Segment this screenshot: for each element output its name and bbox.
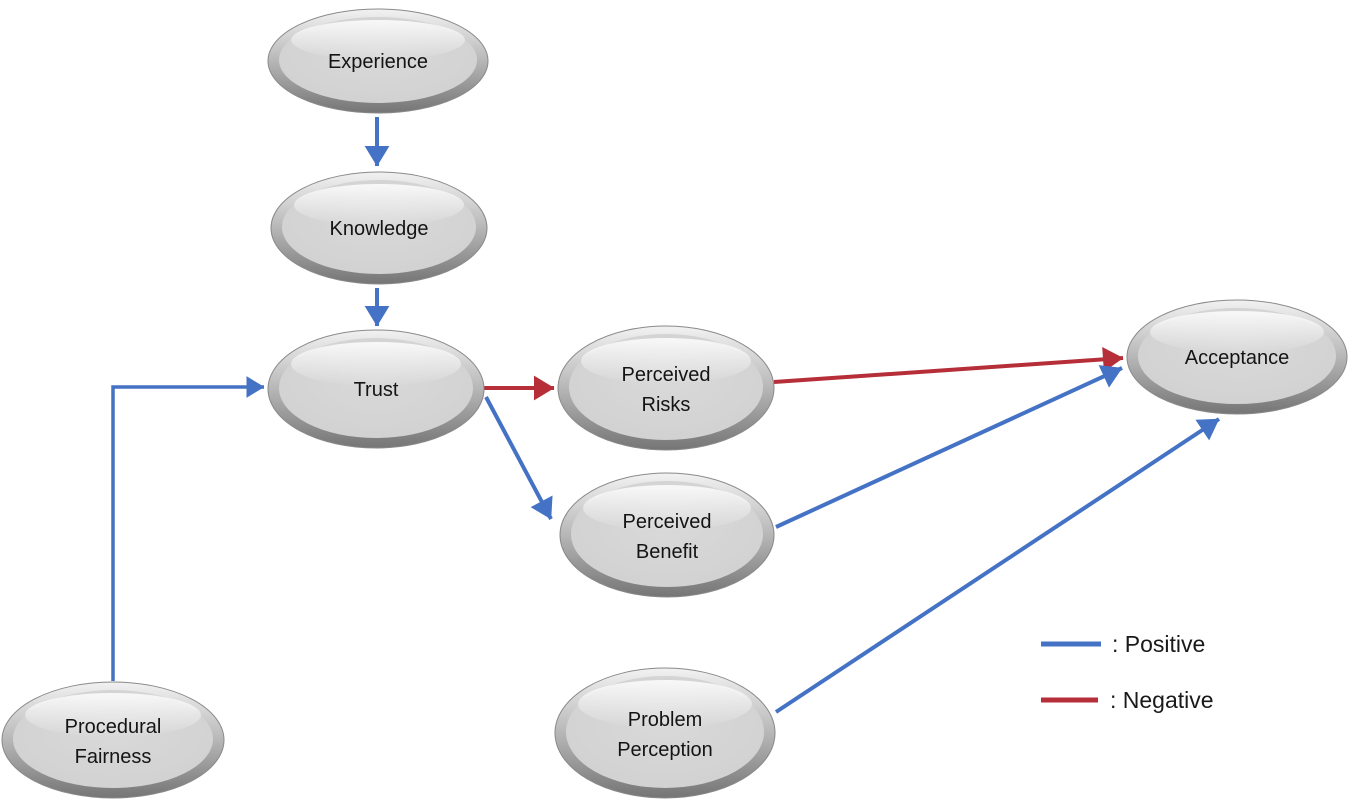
node-perceived-benefit: Perceived Benefit: [559, 472, 775, 598]
node-label-experience: Experience: [328, 51, 428, 73]
node-label-procedural-fairness-line2: Fairness: [75, 746, 152, 768]
node-trust: Trust: [267, 329, 485, 449]
node-label-problem-perception-line2: Perception: [617, 739, 713, 761]
node-label-acceptance: Acceptance: [1185, 347, 1290, 369]
node-label-perceived-benefit-line2: Benefit: [636, 541, 699, 563]
node-highlight: [291, 342, 461, 386]
node-acceptance: Acceptance: [1126, 299, 1348, 415]
node-highlight: [1150, 311, 1324, 353]
node-label-problem-perception-line1: Problem: [628, 709, 702, 731]
node-highlight: [581, 338, 751, 384]
node-highlight: [583, 485, 751, 531]
node-label-perceived-benefit-line1: Perceived: [623, 511, 712, 533]
node-highlight: [25, 693, 201, 737]
edge-perceived-benefit-acceptance: [775, 365, 1123, 529]
node-label-perceived-risks-line2: Risks: [642, 394, 691, 416]
node-knowledge: Knowledge: [270, 171, 488, 285]
node-label-perceived-risks-line1: Perceived: [622, 364, 711, 386]
node-experience: Experience: [267, 8, 489, 114]
node-procedural-fairness: Procedural Fairness: [1, 681, 225, 799]
node-label-procedural-fairness-line1: Procedural: [65, 716, 162, 738]
node-highlight: [578, 680, 752, 728]
node-highlight: [294, 184, 464, 226]
legend-negative-label: : Negative: [1110, 687, 1214, 713]
node-highlight: [291, 20, 465, 60]
node-problem-perception: Problem Perception: [554, 667, 776, 799]
node-label-knowledge: Knowledge: [330, 218, 429, 240]
node-label-trust: Trust: [354, 379, 399, 401]
edge-procedural-fairness-trust: [111, 376, 265, 681]
legend: : Positive : Negative: [1041, 631, 1214, 713]
node-perceived-risks: Perceived Risks: [557, 325, 775, 451]
edge-problem-perception-acceptance: [774, 417, 1221, 714]
edge-perceived-risks-acceptance: [773, 347, 1124, 384]
edge-trust-perceived-benefit: [484, 396, 553, 520]
legend-positive-label: : Positive: [1112, 631, 1205, 657]
